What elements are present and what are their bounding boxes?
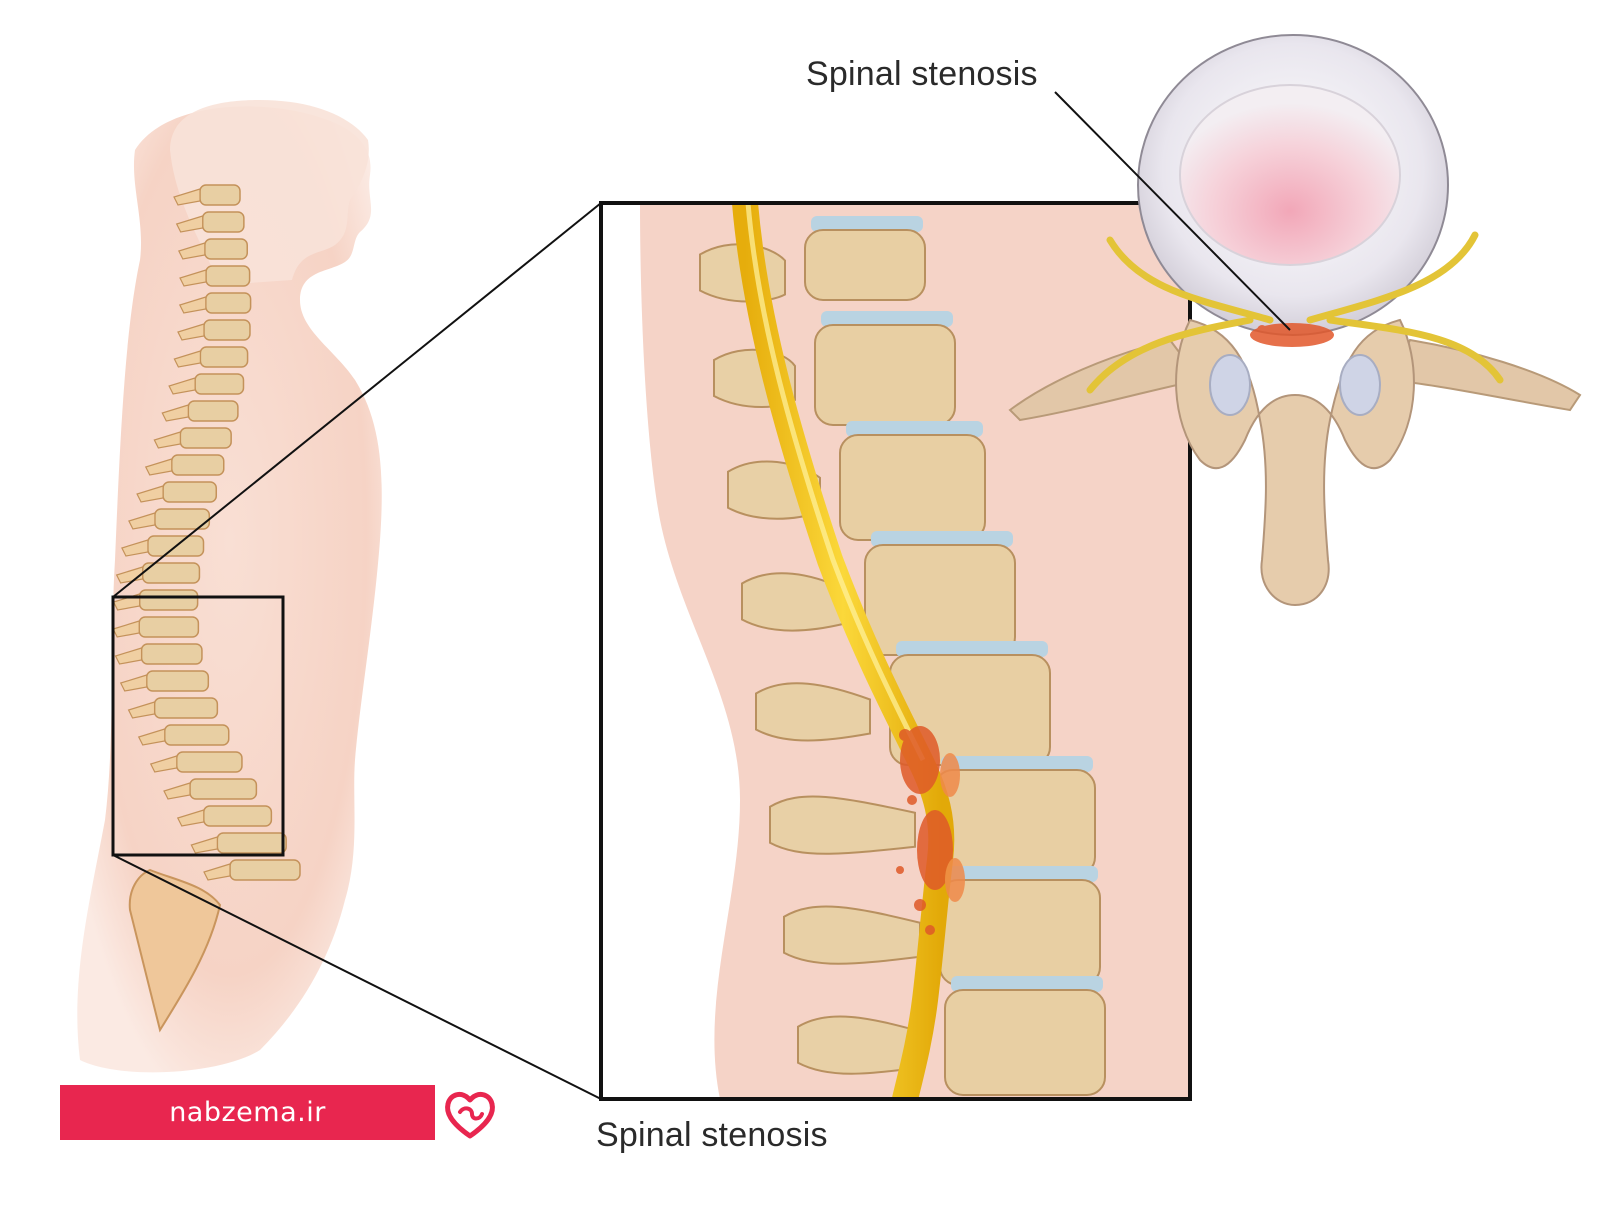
side-vertebra: [199, 346, 249, 368]
magnified-spine-inset: [599, 201, 1192, 1101]
side-vertebra: [138, 616, 200, 638]
label-pointer-line: [1054, 91, 1291, 331]
spinal-cord-highlight: [745, 203, 926, 762]
side-vertebra: [138, 589, 199, 611]
spinal-stenosis-label-bottom: Spinal stenosis: [596, 1116, 828, 1154]
side-vertebra: [163, 724, 230, 746]
inset-disc: [821, 311, 953, 327]
side-spinous-process: [175, 215, 204, 233]
inset-vertebral-body: [934, 769, 1096, 876]
side-spinous-process: [137, 728, 166, 746]
zoom-connector-lines: [112, 202, 602, 1100]
side-vertebra: [153, 697, 219, 719]
zoom-region-box: [111, 595, 285, 857]
side-vertebra: [162, 481, 218, 503]
stenosis-inflammation: [896, 726, 965, 935]
transverse-process-right: [1388, 338, 1582, 412]
side-vertebra: [203, 319, 251, 341]
nerve-roots: [1086, 231, 1504, 394]
inset-vertebral-body: [944, 989, 1106, 1096]
side-spinous-process: [144, 458, 173, 476]
side-vertebra: [204, 238, 248, 260]
vertebral-arch: [1175, 318, 1415, 607]
inset-disc: [811, 216, 923, 232]
brand-banner[interactable]: nabzema.ir: [60, 1085, 435, 1140]
side-spinous-process: [173, 350, 201, 368]
side-spinous-process: [203, 863, 231, 881]
inset-vertebral-body: [839, 434, 986, 541]
side-vertebra: [171, 454, 225, 476]
inset-spinous-process: [755, 682, 871, 742]
inset-border: [599, 201, 1192, 1101]
facet-joint-left: [1209, 354, 1251, 416]
side-vertebra: [205, 292, 252, 314]
side-spinous-process: [119, 674, 148, 692]
side-vertebra: [201, 211, 245, 233]
side-spinous-process: [136, 485, 164, 503]
inset-disc: [941, 756, 1093, 772]
facet-joint-right: [1339, 354, 1381, 416]
side-vertebra: [229, 859, 301, 881]
inset-vertebral-body: [939, 879, 1101, 986]
side-spinous-process: [178, 296, 207, 314]
inset-spinous-process: [769, 795, 916, 855]
brand-text: nabzema.ir: [169, 1097, 326, 1128]
side-spinous-process: [127, 701, 156, 719]
side-vertebra: [140, 643, 203, 665]
side-spinous-process: [177, 323, 205, 341]
inset-disc: [951, 976, 1103, 992]
side-spinous-process: [163, 782, 191, 800]
inset-vertebral-body: [864, 544, 1016, 656]
side-vertebra: [179, 427, 232, 449]
side-spinous-process: [149, 755, 178, 773]
inset-disc: [896, 641, 1048, 657]
vertebral-bodies: [804, 216, 1106, 1096]
side-spinous-process: [153, 431, 181, 449]
sacrum: [128, 868, 222, 1033]
side-spinous-process: [176, 809, 205, 827]
side-spinous-process: [168, 377, 196, 395]
side-spinous-process: [190, 836, 218, 854]
inset-vertebral-body: [804, 229, 926, 301]
side-spinous-process: [161, 404, 189, 422]
body-silhouette: [77, 106, 382, 1073]
spine-column: [112, 184, 301, 881]
side-spinous-process: [173, 188, 201, 206]
side-vertebra: [145, 670, 210, 692]
spinal-stenosis-label-top: Spinal stenosis: [806, 55, 1038, 93]
side-vertebra: [205, 265, 251, 287]
axial-vertebra-view: [1008, 34, 1582, 607]
side-vertebra: [189, 778, 258, 800]
side-vertebra: [216, 832, 287, 854]
side-spinous-process: [114, 647, 143, 665]
side-vertebra: [199, 184, 241, 206]
inset-disc: [871, 531, 1013, 547]
side-spinous-process: [112, 620, 140, 638]
body-side-view: [77, 100, 382, 1073]
side-vertebra: [194, 373, 245, 395]
side-spinous-process: [128, 512, 156, 530]
heart-logo-icon: [445, 1091, 495, 1139]
inset-disc: [846, 421, 983, 437]
side-spinous-process: [121, 539, 149, 557]
canal-inflammation: [1250, 323, 1334, 347]
inset-vertebral-body: [814, 324, 956, 426]
side-vertebra: [187, 400, 239, 422]
side-vertebra: [203, 805, 273, 827]
side-spinous-process: [179, 269, 207, 287]
side-spinous-process: [177, 242, 206, 260]
side-vertebra: [176, 751, 243, 773]
inset-disc: [946, 866, 1098, 882]
disc-nucleus: [1179, 84, 1401, 266]
